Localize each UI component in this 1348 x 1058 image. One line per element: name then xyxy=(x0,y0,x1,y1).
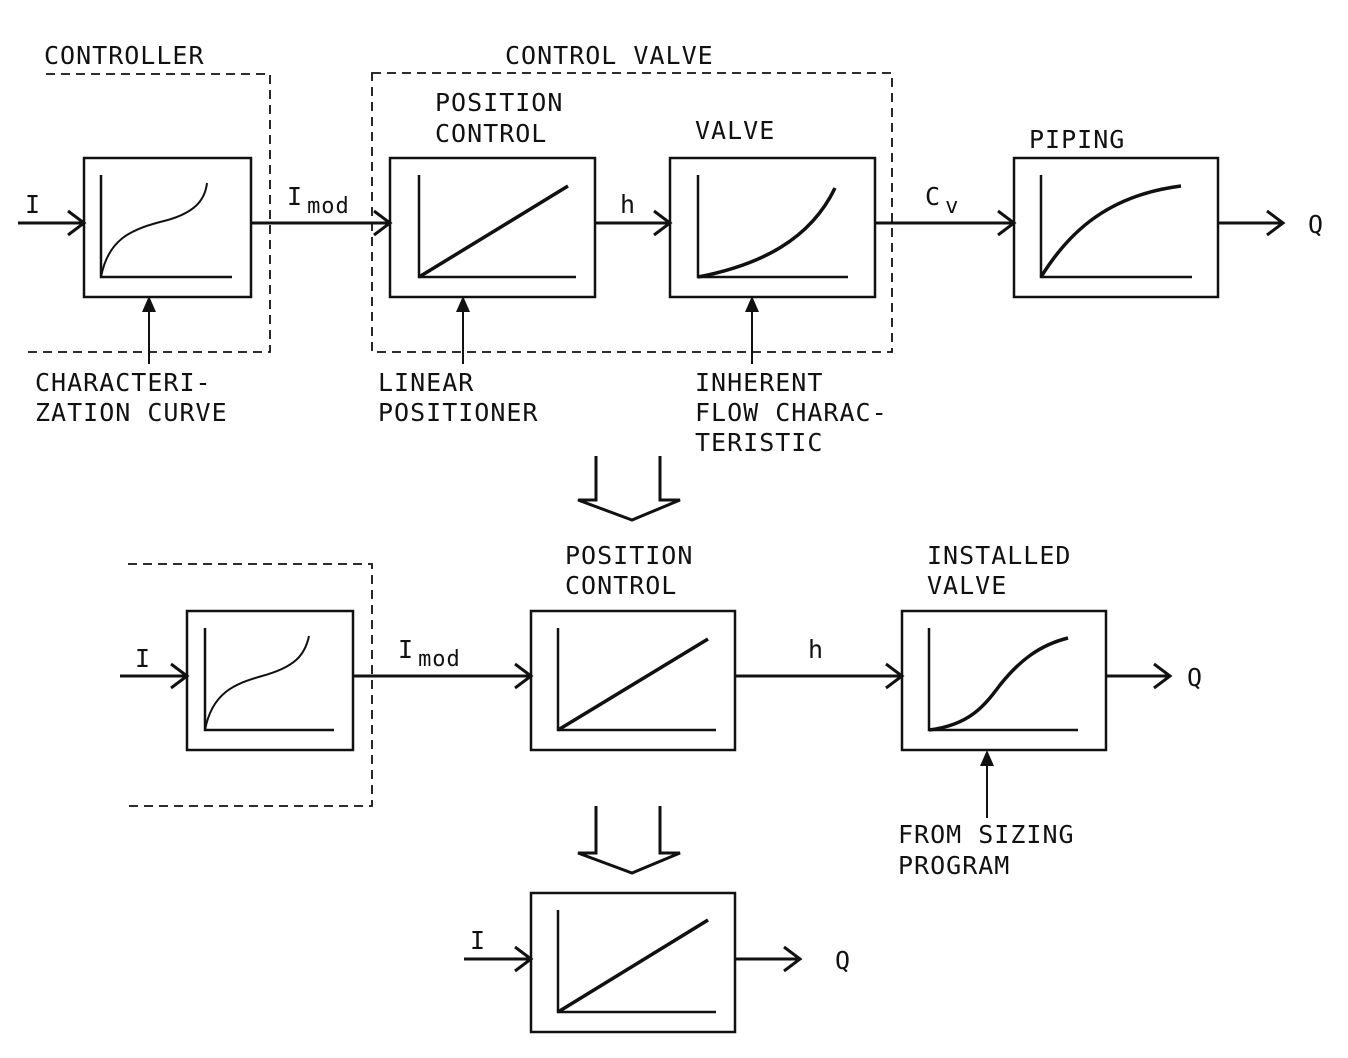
top-output-arrowhead xyxy=(1266,209,1286,237)
middle-position-line xyxy=(557,637,709,732)
positioner-pointer-head xyxy=(456,296,470,312)
sizing-label-2: PROGRAM xyxy=(898,851,1010,880)
top-piping-label: PIPING xyxy=(1029,125,1125,154)
sizing-pointer-head xyxy=(980,750,994,766)
top-output-label: Q xyxy=(1308,210,1324,239)
characterization-block xyxy=(82,156,253,299)
bottom-input-label: I xyxy=(470,926,486,955)
inherent-label-1: INHERENT xyxy=(695,368,823,397)
top-position-control-label-2: CONTROL xyxy=(435,119,547,148)
installed-valve-label-1: INSTALLED xyxy=(927,541,1071,570)
transition-arrow-2 xyxy=(577,806,681,875)
middle-position-control-label-1: POSITION xyxy=(565,541,693,570)
middle-group-border xyxy=(128,563,373,807)
top-valve-curve xyxy=(697,187,837,279)
installed-valve-label-2: VALVE xyxy=(927,571,1007,600)
top-position-control-block xyxy=(388,156,597,299)
middle-position-control-block xyxy=(529,609,737,752)
characterization-pointer-head xyxy=(142,296,156,312)
inherent-label-2: FLOW CHARAC- xyxy=(695,398,888,427)
positioner-label-2: POSITIONER xyxy=(378,398,539,427)
bottom-output-arrowhead xyxy=(783,945,803,973)
control-valve-group-border xyxy=(371,72,893,353)
inherent-label-3: TERISTIC xyxy=(695,428,823,457)
top-piping-block xyxy=(1012,156,1220,299)
bottom-overall-block xyxy=(529,891,737,1034)
top-input-label: I xyxy=(25,190,41,219)
middle-characterization-block xyxy=(185,609,355,752)
installed-valve-curve xyxy=(928,636,1069,732)
characterization-axes xyxy=(99,175,232,279)
positioner-label-1: LINEAR xyxy=(378,368,474,397)
middle-output-arrowhead xyxy=(1153,662,1173,690)
top-valve-label: VALVE xyxy=(695,116,775,145)
top-valve-block xyxy=(668,156,877,299)
top-piping-axes xyxy=(1039,175,1192,279)
top-valve-axes xyxy=(696,175,848,279)
middle-characterization-axes xyxy=(203,628,334,732)
middle-output-label: Q xyxy=(1187,663,1203,692)
middle-position-control-label-2: CONTROL xyxy=(565,571,677,600)
top-piping-curve xyxy=(1039,184,1182,278)
top-position-control-label-1: POSITION xyxy=(435,88,563,117)
middle-h-label: h xyxy=(808,635,824,664)
characterization-label-2: ZATION CURVE xyxy=(35,398,228,427)
top-h-label: h xyxy=(620,190,636,219)
middle-input-label: I xyxy=(135,644,151,673)
controller-group-label: CONTROLLER xyxy=(44,41,205,70)
inherent-pointer-head xyxy=(745,296,759,312)
control-valve-group-label: CONTROL VALVE xyxy=(505,41,714,70)
top-position-line xyxy=(418,184,569,279)
characterization-curve xyxy=(100,182,208,278)
characterization-label-1: CHARACTERI- xyxy=(35,368,212,397)
installed-valve-block xyxy=(900,609,1108,752)
sizing-label-1: FROM SIZING xyxy=(898,820,1075,849)
middle-characterization-curve xyxy=(204,635,310,731)
bottom-overall-line xyxy=(557,918,709,1014)
bottom-output-label: Q xyxy=(835,946,851,975)
transition-arrow-1 xyxy=(577,456,681,522)
